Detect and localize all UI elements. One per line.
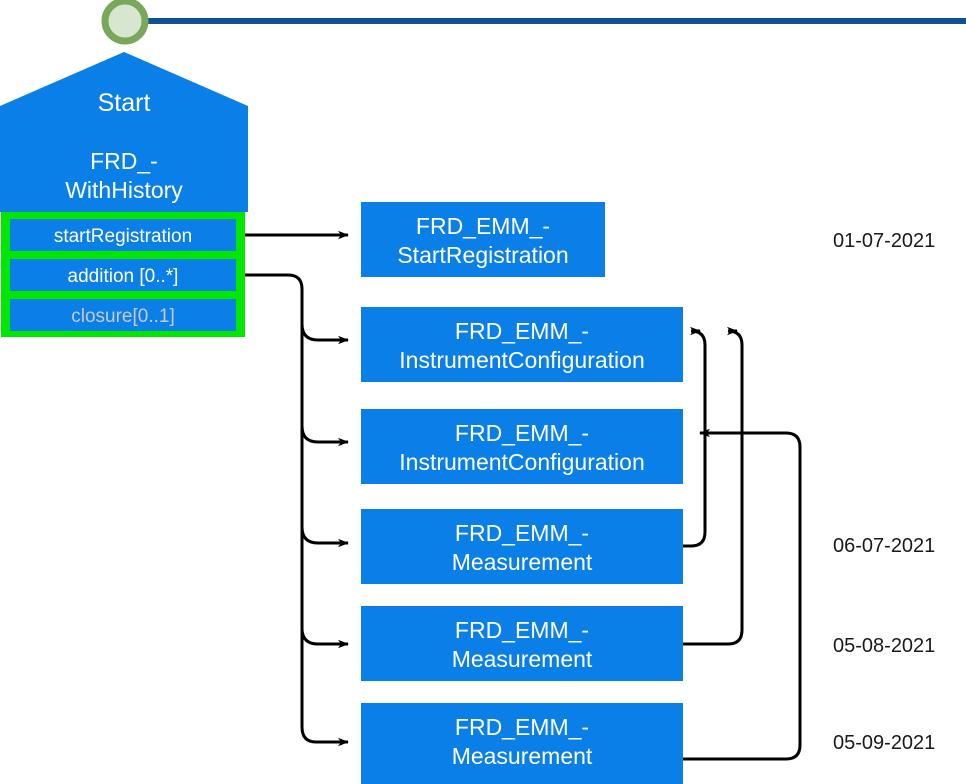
node-n3-line2: InstrumentConfiguration (399, 449, 644, 475)
date-label-3: 05-08-2021 (833, 635, 935, 657)
port-addition-bg (10, 259, 236, 291)
edge-addition-to-n3 (300, 425, 349, 447)
node-n3-bg (361, 409, 683, 484)
port-row-closure[interactable]: closure[0..1] (10, 299, 236, 331)
node-n4[interactable]: FRD_EMM_- Measurement (361, 509, 683, 584)
timeline (101, 0, 966, 45)
edges-feedback (683, 326, 802, 761)
date-label-1: 01-07-2021 (833, 230, 935, 252)
edge-addition-to-n5 (300, 627, 349, 649)
node-n2[interactable]: FRD_EMM_- InstrumentConfiguration (361, 307, 683, 382)
start-node-header: Start (98, 89, 151, 117)
node-n6-line1: FRD_EMM_- (455, 714, 589, 740)
node-n2-line2: InstrumentConfiguration (399, 347, 644, 373)
port-addition-label: addition [0..*] (68, 266, 179, 287)
node-n5-line2: Measurement (452, 646, 593, 672)
node-n4-bg (361, 509, 683, 584)
port-closure-bg (10, 299, 236, 331)
node-n4-line1: FRD_EMM_- (455, 520, 589, 546)
node-n1-line2: StartRegistration (397, 242, 568, 268)
node-n1-bg (361, 202, 605, 277)
node-n4-line2: Measurement (452, 549, 593, 575)
port-row-addition[interactable]: addition [0..*] (10, 259, 236, 291)
node-n1[interactable]: FRD_EMM_- StartRegistration (361, 202, 605, 277)
start-node[interactable]: Start FRD_- WithHistory (0, 52, 248, 212)
node-n2-line1: FRD_EMM_- (455, 318, 589, 344)
start-node-name-line2: WithHistory (65, 177, 183, 203)
edge-addition-trunk-to-n6 (245, 273, 349, 747)
edge-n5-to-n2 (683, 326, 744, 646)
port-start-registration-bg (10, 219, 236, 251)
node-n3[interactable]: FRD_EMM_- InstrumentConfiguration (361, 409, 683, 484)
edge-addition-to-n4 (300, 526, 349, 548)
date-labels: 01-07-2021 06-07-2021 05-08-2021 05-09-2… (833, 230, 935, 754)
node-n3-line1: FRD_EMM_- (455, 420, 589, 446)
edge-n4-to-n2 (683, 326, 707, 548)
node-n2-bg (361, 307, 683, 382)
date-label-4: 05-09-2021 (833, 732, 935, 754)
node-n1-line1: FRD_EMM_- (416, 213, 550, 239)
port-row-start-registration[interactable]: startRegistration (10, 219, 236, 251)
date-label-2: 06-07-2021 (833, 535, 935, 557)
port-compartment: startRegistration addition [0..*] closur… (1, 212, 245, 337)
start-node-name-line1: FRD_- (90, 148, 158, 174)
start-marker-icon (101, 0, 149, 45)
node-n6-line2: Measurement (452, 743, 593, 769)
node-n5-line1: FRD_EMM_- (455, 617, 589, 643)
port-closure-label: closure[0..1] (71, 306, 175, 327)
edge-addition-to-n2 (300, 323, 349, 345)
edge-n6-to-n3 (683, 428, 802, 761)
node-n5-bg (361, 606, 683, 681)
node-n6-bg (361, 703, 683, 784)
port-start-registration-label: startRegistration (54, 226, 192, 247)
node-n6[interactable]: FRD_EMM_- Measurement (361, 703, 683, 784)
start-node-shape (0, 52, 248, 212)
node-n5[interactable]: FRD_EMM_- Measurement (361, 606, 683, 681)
edges-from-ports (245, 230, 349, 747)
